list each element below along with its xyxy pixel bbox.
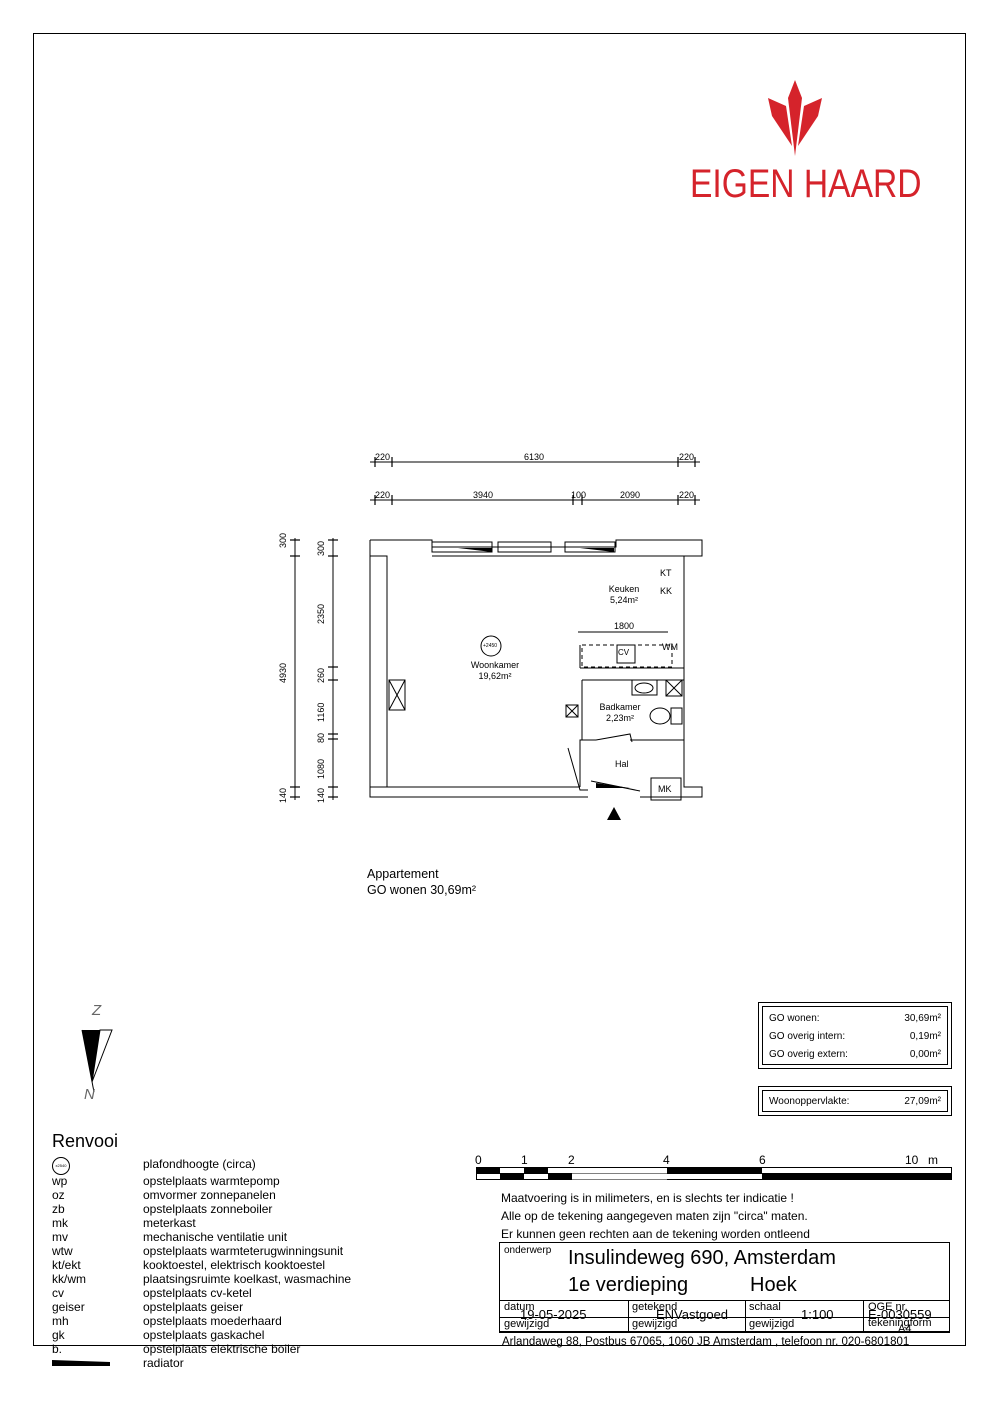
dim-top-inner-2: 3940 bbox=[473, 490, 494, 500]
room-keuken-area: 5,24m² bbox=[609, 595, 638, 605]
dim-left-inner-4: 1160 bbox=[316, 702, 326, 722]
gewijzigd-label-2: gewijzigd bbox=[632, 1318, 678, 1330]
label-mk: MK bbox=[658, 784, 672, 794]
tekeningform: A4 bbox=[898, 1323, 912, 1335]
getekend: ENVastgoed bbox=[656, 1307, 729, 1322]
compass-north-label: N bbox=[84, 1086, 95, 1103]
scale-label-2: 2 bbox=[568, 1153, 575, 1167]
dim-top-inner-3: 100 bbox=[571, 490, 587, 500]
summary-row: GO wonen:30,69m² bbox=[769, 1013, 941, 1024]
gewijzigd-label-3: gewijzigd bbox=[749, 1318, 795, 1330]
footer-address: Arlandaweg 88, Postbus 67065, 1060 JB Am… bbox=[502, 1336, 910, 1348]
note-line: Er kunnen geen rechten aan de tekening w… bbox=[501, 1227, 810, 1241]
compass-icon bbox=[81, 1029, 113, 1093]
page-frame bbox=[33, 33, 966, 1346]
eigen-haard-logo-icon bbox=[768, 80, 822, 156]
dim-left-inner-1: 300 bbox=[316, 540, 326, 556]
entrance-arrow-icon bbox=[607, 807, 621, 820]
label-kk: KK bbox=[660, 586, 673, 596]
datum-label: datum bbox=[504, 1301, 535, 1313]
ceiling-height-symbol-icon: x2540 bbox=[52, 1157, 70, 1175]
oge-label: OGE nr. bbox=[868, 1301, 908, 1313]
area-summary-box: GO wonen:30,69m² GO overig intern:0,19m²… bbox=[758, 1002, 952, 1069]
ceiling-height-label: +2450 bbox=[483, 643, 498, 649]
logo-text: EIGEN HAARD bbox=[690, 162, 922, 206]
dim-top-inner-5: 220 bbox=[679, 490, 695, 500]
dim-left-outer-2: 4930 bbox=[278, 662, 288, 683]
room-woonkamer-name: Woonkamer bbox=[470, 660, 520, 670]
footer-divider bbox=[499, 1331, 950, 1332]
radiator-symbol-icon bbox=[52, 1360, 110, 1366]
dim-top-inner-1: 220 bbox=[375, 490, 391, 500]
schaal: 1:100 bbox=[801, 1307, 834, 1322]
room-badkamer: Badkamer 2,23m² bbox=[590, 702, 650, 724]
label-kt: KT bbox=[660, 568, 672, 578]
dim-left-inner-6: 1080 bbox=[316, 758, 326, 779]
renvooi-title: Renvooi bbox=[52, 1131, 119, 1151]
counter-dim: 1800 bbox=[614, 621, 635, 631]
onderwerp-label: onderwerp bbox=[504, 1245, 552, 1256]
dim-left-outer-1: 300 bbox=[278, 532, 288, 548]
dim-left-inner-7: 140 bbox=[316, 787, 326, 803]
dim-top-outer-2: 6130 bbox=[524, 452, 545, 462]
position: Hoek bbox=[750, 1274, 797, 1296]
note-line: Alle op de tekening aangegeven maten zij… bbox=[501, 1209, 808, 1223]
schaal-label: schaal bbox=[749, 1301, 781, 1313]
drawing-notes: Maatvoering is in milimeters, en is slec… bbox=[501, 1189, 810, 1243]
dim-left-outer-3: 140 bbox=[278, 787, 288, 803]
scale-label-unit: m bbox=[928, 1153, 938, 1167]
room-badkamer-name: Badkamer bbox=[599, 702, 641, 712]
room-keuken: Keuken 5,24m² bbox=[594, 584, 654, 606]
compass-south-label: Z bbox=[92, 1002, 102, 1019]
dim-top-outer-3: 220 bbox=[679, 452, 695, 462]
dim-left-inner-3: 260 bbox=[316, 667, 326, 683]
scale-label-4: 4 bbox=[663, 1153, 670, 1167]
apartment-label: Appartement GO wonen 30,69m² bbox=[367, 866, 476, 898]
dim-left-inner-2: 2350 bbox=[316, 603, 326, 624]
room-woonkamer: Woonkamer 19,62m² bbox=[440, 660, 550, 682]
gewijzigd-label-1: gewijzigd bbox=[504, 1318, 550, 1330]
getekend-label: getekend bbox=[632, 1301, 678, 1313]
room-hal-name: Hal bbox=[615, 759, 629, 769]
note-line: Maatvoering is in milimeters, en is slec… bbox=[501, 1191, 794, 1205]
dim-left-inner-5: 80 bbox=[316, 732, 326, 743]
scale-label-1: 1 bbox=[521, 1153, 528, 1167]
scale-label-0: 0 bbox=[475, 1153, 482, 1167]
oge-number: E-0030559 bbox=[868, 1307, 932, 1322]
woonoppervlakte-row: Woonoppervlakte:27,09m² bbox=[769, 1096, 941, 1107]
scale-bar bbox=[476, 1167, 952, 1180]
floor: 1e verdieping bbox=[568, 1274, 689, 1296]
summary-row: GO overig intern:0,19m² bbox=[769, 1031, 941, 1042]
scale-label-10: 10 bbox=[905, 1153, 919, 1167]
room-badkamer-area: 2,23m² bbox=[605, 713, 634, 723]
apartment-go: GO wonen 30,69m² bbox=[367, 883, 477, 897]
summary-row: GO overig extern:0,00m² bbox=[769, 1049, 941, 1060]
address: Insulindeweg 690, Amsterdam bbox=[568, 1247, 836, 1269]
woonoppervlakte-box: Woonoppervlakte:27,09m² bbox=[758, 1086, 952, 1116]
label-wm: WM bbox=[662, 642, 678, 652]
scale-label-6: 6 bbox=[759, 1153, 766, 1167]
floor-plan bbox=[290, 457, 703, 820]
label-cv: CV bbox=[618, 648, 630, 657]
room-keuken-name: Keuken bbox=[608, 584, 640, 594]
dim-top-inner-4: 2090 bbox=[620, 490, 641, 500]
tekeningform-label: tekeningform bbox=[868, 1317, 932, 1329]
title-block: onderwerp Insulindeweg 690, Amsterdam 1e… bbox=[499, 1242, 950, 1335]
room-woonkamer-area: 19,62m² bbox=[478, 671, 512, 681]
dim-top-outer-1: 220 bbox=[375, 452, 391, 462]
apartment-title: Appartement bbox=[367, 867, 439, 881]
datum: 19-05-2025 bbox=[520, 1307, 587, 1322]
